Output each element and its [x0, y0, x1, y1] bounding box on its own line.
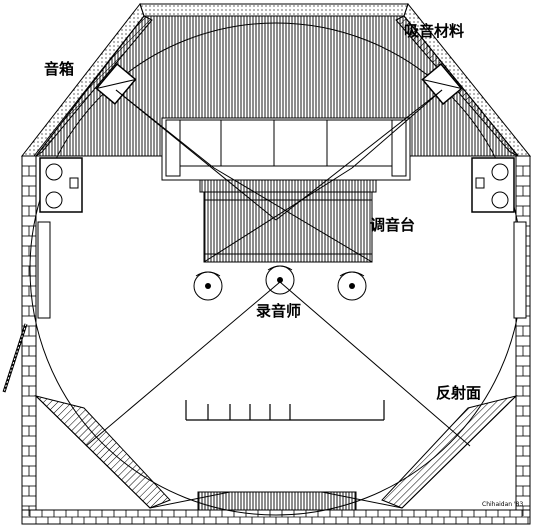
mixing-console [199, 179, 377, 263]
label-engineer: 录音师 [256, 302, 301, 320]
side-absorber-left [37, 221, 51, 319]
bench-comb [185, 400, 385, 421]
bottom-diffuser [197, 491, 357, 511]
main-speaker-left [95, 62, 137, 106]
monitor-speaker-left [39, 157, 83, 213]
label-console: 调音台 [370, 216, 415, 234]
label-absorber: 吸音材料 [404, 22, 464, 40]
absorber-strip-left [35, 15, 153, 157]
reflector-right [321, 395, 518, 509]
door [2, 323, 28, 393]
label-speaker: 音箱 [44, 60, 74, 78]
signature: Chihaidan '83 [482, 501, 523, 508]
reflector-left [34, 395, 231, 509]
sofa [161, 117, 411, 181]
side-absorber-right [513, 221, 527, 319]
engineer-chairs [193, 265, 367, 301]
monitor-speaker-right [471, 157, 515, 213]
label-reflector: 反射面 [436, 384, 481, 402]
sight-lines [85, 89, 471, 447]
main-speaker-right [421, 62, 463, 106]
